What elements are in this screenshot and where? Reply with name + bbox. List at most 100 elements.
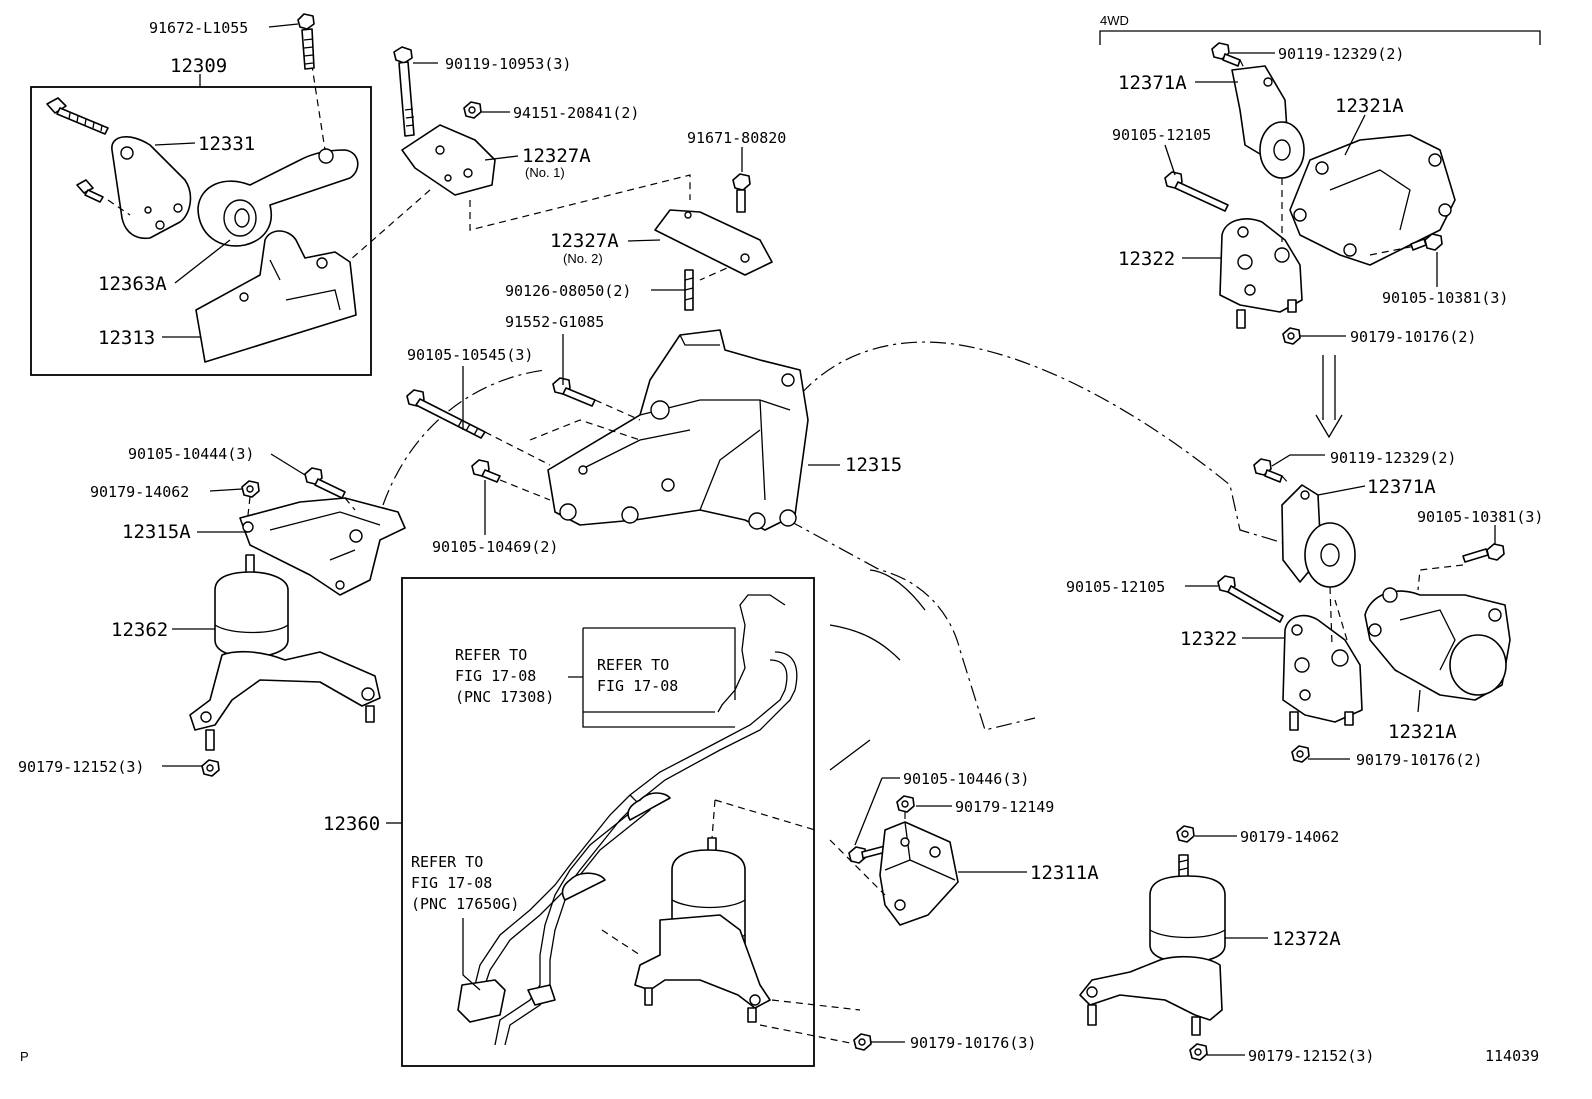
bolt-90105-10446 bbox=[848, 845, 887, 864]
label-90119-12329-top: 90119-12329(2) bbox=[1278, 45, 1404, 63]
ref-text-2-line1: REFER TO bbox=[597, 656, 669, 674]
label-91552-G1085: 91552-G1085 bbox=[505, 313, 604, 331]
bolt-90105-10444 bbox=[304, 467, 346, 499]
label-90179-10176-top: 90179-10176(2) bbox=[1350, 328, 1476, 346]
engine-outline-right bbox=[799, 341, 1291, 546]
bracket-12322-top bbox=[1219, 218, 1303, 329]
nut-90179-14062-left bbox=[241, 480, 260, 498]
label-12372A: 12372A bbox=[1272, 928, 1341, 950]
label-90105-12105-top: 90105-12105 bbox=[1112, 126, 1211, 144]
nut-90179-10176-top bbox=[1282, 327, 1301, 345]
bolt-91671-80820 bbox=[732, 173, 751, 213]
transmission-outline bbox=[787, 519, 1036, 731]
label-12321A-top: 12321A bbox=[1335, 95, 1404, 117]
dash-12311A bbox=[829, 812, 906, 896]
label-90105-10469: 90105-10469(2) bbox=[432, 538, 558, 556]
nut-90179-10176-bottom bbox=[853, 1033, 872, 1051]
ref-text-3-line1: REFER TO bbox=[411, 853, 483, 871]
label-90105-10381-top: 90105-10381(3) bbox=[1382, 289, 1508, 307]
bracket-12321A-bottom bbox=[1364, 587, 1511, 701]
label-12331: 12331 bbox=[198, 133, 255, 155]
arrow-down bbox=[1315, 355, 1343, 439]
bolt-90105-10381-bottom bbox=[1462, 543, 1505, 563]
hose-assembly-12360 bbox=[457, 594, 798, 1046]
ref-leader-3 bbox=[462, 918, 481, 991]
label-90179-10176-mid: 90179-10176(2) bbox=[1356, 751, 1482, 769]
bolt-90119-10953 bbox=[393, 46, 415, 137]
bolt-90119-12329-top bbox=[1211, 42, 1241, 67]
ref-box-leader-1 bbox=[568, 627, 736, 728]
nut-90179-14062-right bbox=[1176, 825, 1195, 843]
engine-outline bbox=[382, 369, 546, 506]
label-12363A: 12363A bbox=[98, 273, 167, 295]
bracket-12327A-no1 bbox=[401, 124, 496, 196]
label-90179-12152-right: 90179-12152(3) bbox=[1248, 1047, 1374, 1065]
label-90105-10446: 90105-10446(3) bbox=[903, 770, 1029, 788]
label-90105-10381-bottom: 90105-10381(3) bbox=[1417, 508, 1543, 526]
bracket-12371A-top bbox=[1231, 65, 1305, 179]
ref-text-1-line2: FIG 17-08 bbox=[455, 667, 536, 685]
label-12309: 12309 bbox=[170, 55, 227, 77]
nut-90179-12152-right bbox=[1189, 1043, 1208, 1061]
group-box-12360 bbox=[401, 577, 815, 1067]
dash-4wd-bottom bbox=[1281, 475, 1464, 646]
label-90119-12329-bottom: 90119-12329(2) bbox=[1330, 449, 1456, 467]
bolt-90105-12105-bottom bbox=[1217, 575, 1284, 623]
dash-lines-12360 bbox=[601, 799, 861, 1046]
bracket-12313 bbox=[195, 230, 357, 363]
bolt-top-left bbox=[46, 97, 109, 135]
dash-lines-12315 bbox=[484, 399, 641, 501]
bolt-90105-10469 bbox=[471, 459, 501, 483]
label-90179-10176-bottom: 90179-10176(3) bbox=[910, 1034, 1036, 1052]
bracket-12321A-top bbox=[1289, 134, 1456, 266]
corner-letter: P bbox=[20, 1049, 29, 1064]
label-12321A-bottom: 12321A bbox=[1388, 721, 1457, 743]
transmission-outline-2 bbox=[829, 569, 926, 771]
label-90105-10545: 90105-10545(3) bbox=[407, 346, 533, 364]
label-90179-14062-left: 90179-14062 bbox=[90, 483, 189, 501]
label-no1: (No. 1) bbox=[525, 165, 565, 180]
mount-in-12360 bbox=[634, 837, 771, 1023]
bracket-12315 bbox=[547, 329, 809, 531]
bracket-4wd bbox=[1099, 30, 1541, 45]
dash-lines-left bbox=[247, 496, 356, 516]
bolt-90105-10545 bbox=[406, 389, 486, 439]
label-90126-08050: 90126-08050(2) bbox=[505, 282, 631, 300]
label-no2: (No. 2) bbox=[563, 251, 603, 266]
label-12327A-no1: 12327A bbox=[522, 145, 591, 167]
label-12311A: 12311A bbox=[1030, 862, 1099, 884]
bolt-90105-10381-top bbox=[1410, 233, 1443, 251]
bolt-91552-G1085 bbox=[552, 377, 596, 407]
label-12322-top: 12322 bbox=[1118, 248, 1175, 270]
mount-12372A bbox=[1079, 854, 1226, 1036]
nut-90179-12152-left bbox=[201, 759, 220, 777]
label-90105-12105-bottom: 90105-12105 bbox=[1066, 578, 1165, 596]
bracket-12371A-bottom bbox=[1281, 484, 1356, 588]
group-box-12309 bbox=[30, 86, 372, 376]
label-91671-80820: 91671-80820 bbox=[687, 129, 786, 147]
label-12315: 12315 bbox=[845, 454, 902, 476]
nut-90179-12149 bbox=[896, 795, 915, 813]
label-12371A-top: 12371A bbox=[1118, 72, 1187, 94]
bolt-small-left bbox=[76, 179, 104, 203]
bolt-91672-L1055 bbox=[297, 13, 315, 70]
nut-90179-10176-mid bbox=[1291, 745, 1310, 763]
label-90179-12149: 90179-12149 bbox=[955, 798, 1054, 816]
bracket-12327A-no2 bbox=[654, 209, 773, 276]
leader-lines bbox=[154, 23, 1496, 1056]
nut-94151-20841 bbox=[463, 101, 482, 119]
mount-12362 bbox=[189, 554, 381, 751]
ref-text-2-line2: FIG 17-08 bbox=[597, 677, 678, 695]
label-12315A: 12315A bbox=[122, 521, 191, 543]
ref-text-3-line2: FIG 17-08 bbox=[411, 874, 492, 892]
ref-text-3-line3: (PNC 17650G) bbox=[411, 895, 519, 913]
label-12322-bottom: 12322 bbox=[1180, 628, 1237, 650]
label-90179-12152-left: 90179-12152(3) bbox=[18, 758, 144, 776]
bracket-12311A bbox=[879, 821, 959, 926]
label-91672-L1055: 91672-L1055 bbox=[149, 19, 248, 37]
label-90179-14062-right: 90179-14062 bbox=[1240, 828, 1339, 846]
bracket-12315A bbox=[239, 497, 406, 596]
label-90119-10953: 90119-10953(3) bbox=[445, 55, 571, 73]
bracket-12331 bbox=[111, 136, 192, 240]
